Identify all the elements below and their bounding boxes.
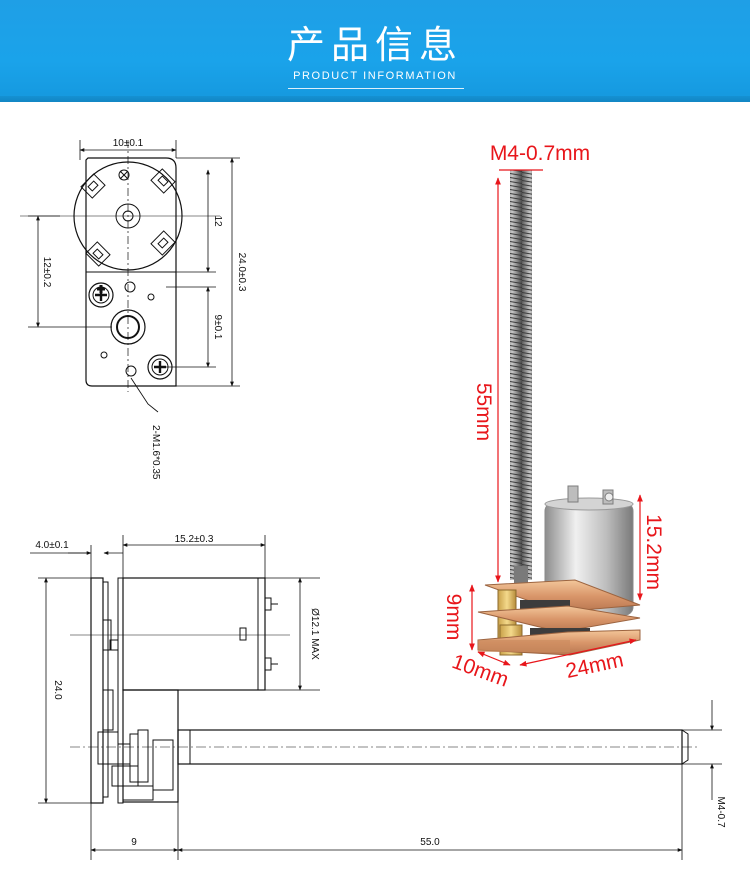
side-view-drawing [70, 577, 700, 804]
side-view-labels: 4.0±0.1 15.2±0.3 Ø12.1 MAX 24.0 9 55.0 M… [35, 534, 726, 848]
shaft-length-dimension-label: 55.0 [420, 837, 440, 848]
photo-motor-length-label: 15.2mm [642, 514, 665, 590]
photo-height-label: 9mm [442, 594, 465, 641]
threaded-rod [510, 170, 532, 580]
front-top-height-label: 12 [212, 215, 223, 227]
photo-shaft-length-label: 55mm [472, 383, 495, 441]
header-banner: 产品信息 PRODUCT INFORMATION [0, 0, 750, 102]
photo-dimension-labels: M4-0.7mm 55mm 15.2mm 9mm 10mm 24mm [442, 142, 665, 692]
screw-spec-label: 2-M1.6*0.35 [150, 425, 161, 480]
motor-diameter-label: Ø12.1 MAX [309, 608, 320, 660]
front-left-height-label: 12±0.2 [41, 257, 52, 288]
front-view-labels: 10±0.1 12 24.0±0.3 12±0.2 9±0.1 2-M1.6*0… [41, 138, 247, 480]
side-height-label: 24.0 [52, 680, 63, 700]
base-length-label: 9 [131, 837, 137, 848]
front-total-height-label: 24.0±0.3 [236, 253, 247, 292]
photo-dimension-callouts [469, 169, 643, 667]
plate-thickness-label: 4.0±0.1 [35, 540, 69, 551]
title-divider [288, 88, 464, 89]
front-view-dimensions [28, 140, 240, 387]
product-photo [477, 170, 641, 656]
front-lower-height-label: 9±0.1 [212, 315, 223, 340]
front-width-label: 10±0.1 [113, 138, 144, 149]
page-title: 产品信息 [286, 23, 463, 67]
photo-thread-label: M4-0.7mm [490, 142, 590, 165]
thread-dimension-label: M4-0.7 [715, 796, 726, 828]
page-subtitle: PRODUCT INFORMATION [293, 70, 457, 82]
photo-depth-label: 10mm [449, 650, 512, 692]
side-view-dimensions [30, 535, 722, 860]
motor-length-dimension-label: 15.2±0.3 [175, 534, 214, 545]
